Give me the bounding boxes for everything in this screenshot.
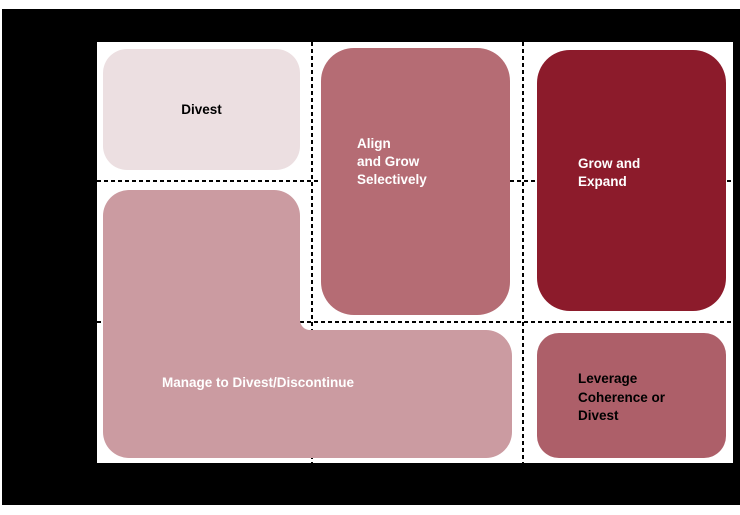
cell-grow-label-line1: Grow and (578, 156, 641, 171)
grid-vline-2 (522, 42, 524, 463)
cell-grow-label: Grow and Expand (578, 155, 640, 191)
cell-manage-to-divest (103, 190, 512, 458)
cell-manage-shape (103, 190, 512, 458)
cell-manage-label: Manage to Divest/Discontinue (162, 375, 355, 390)
grid-hline-2 (97, 321, 733, 323)
matrix-plot-area: Divest Align and Grow Selectively Grow a… (97, 42, 733, 463)
cell-divest: Divest (103, 49, 300, 170)
cell-leverage-label-line1: Leverage (578, 371, 638, 386)
cell-leverage-label: Leverage Coherence or Divest (578, 370, 665, 426)
cell-leverage-label-line3: Divest (578, 408, 619, 423)
cell-align-label-line2: and Grow (357, 154, 420, 169)
cell-grow-label-line2: Expand (578, 174, 627, 189)
cell-leverage-coherence-or-divest: Leverage Coherence or Divest (537, 333, 726, 458)
cell-grow-and-expand: Grow and Expand (537, 50, 726, 311)
cell-leverage-label-line2: Coherence or (578, 389, 666, 405)
grid-vline-1 (311, 42, 313, 463)
cell-divest-label: Divest (181, 101, 222, 117)
cell-align-label-line1: Align (357, 136, 391, 151)
slide-background: Divest Align and Grow Selectively Grow a… (2, 9, 740, 505)
cell-align-label-line3: Selectively (357, 172, 427, 187)
cell-align-and-grow-selectively: Align and Grow Selectively (321, 48, 510, 315)
cell-align-label: Align and Grow Selectively (357, 135, 427, 189)
